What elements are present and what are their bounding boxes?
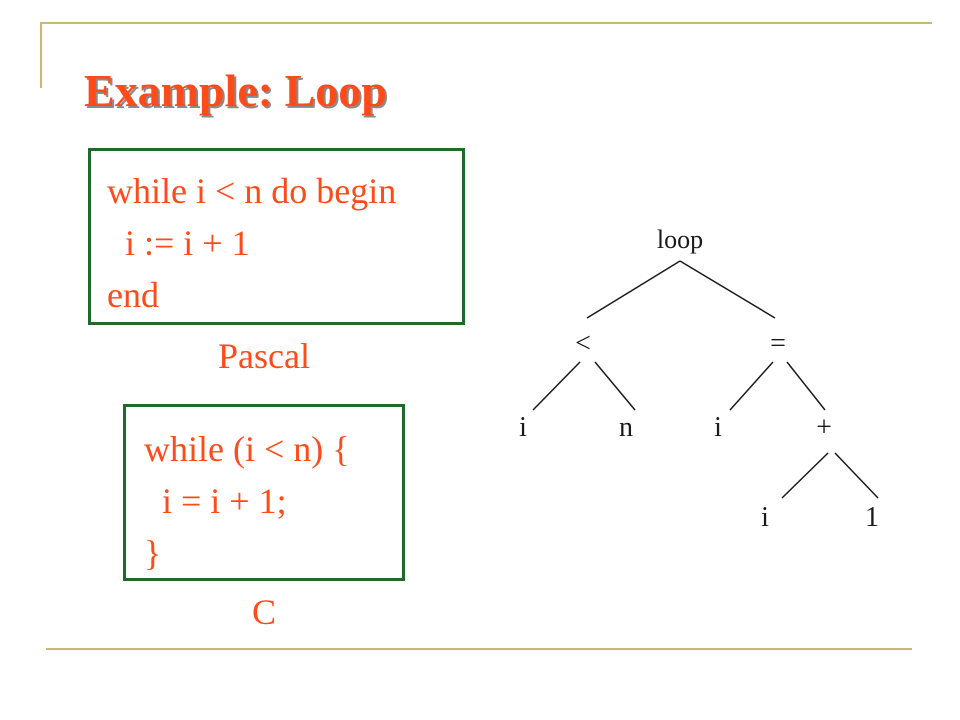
edge-lt-n (594, 361, 636, 411)
edge-assign-i (729, 361, 774, 411)
edge-lt-i (532, 361, 581, 411)
pascal-code-line-2: i := i + 1 (107, 223, 250, 263)
edge-plus-i (781, 452, 829, 499)
tree-node-one: 1 (865, 502, 879, 533)
slide-title: Example: Loop (84, 65, 387, 116)
tree-node-assign: = (770, 328, 786, 359)
edge-assign-plus (786, 361, 826, 411)
c-code-box: while (i < n) { i = i + 1; } (123, 404, 405, 581)
tree-node-loop: loop (656, 225, 704, 254)
edge-loop-assign (679, 260, 776, 319)
pascal-caption: Pascal (218, 336, 310, 376)
tree-node-plus-i: i (761, 502, 769, 533)
tree-node-i: i (519, 412, 527, 443)
pascal-code-box: while i < n do begin i := i + 1 end (88, 148, 465, 325)
c-code-line-3: } (144, 533, 162, 573)
left-rule (40, 22, 42, 88)
c-caption: C (252, 592, 277, 632)
pascal-code-line-3: end (107, 275, 159, 315)
tree-node-n: n (619, 412, 633, 443)
bottom-rule (46, 648, 912, 650)
edge-loop-lt (586, 260, 681, 319)
edge-plus-1 (834, 452, 879, 499)
c-code-line-2: i = i + 1; (144, 481, 287, 521)
tree-node-less-than: < (575, 328, 591, 359)
pascal-code-line-1: while i < n do begin (107, 171, 397, 211)
top-rule (40, 22, 932, 24)
c-code-line-1: while (i < n) { (144, 429, 350, 469)
tree-node-plus: + (816, 412, 832, 443)
tree-node-assign-i: i (714, 412, 722, 443)
